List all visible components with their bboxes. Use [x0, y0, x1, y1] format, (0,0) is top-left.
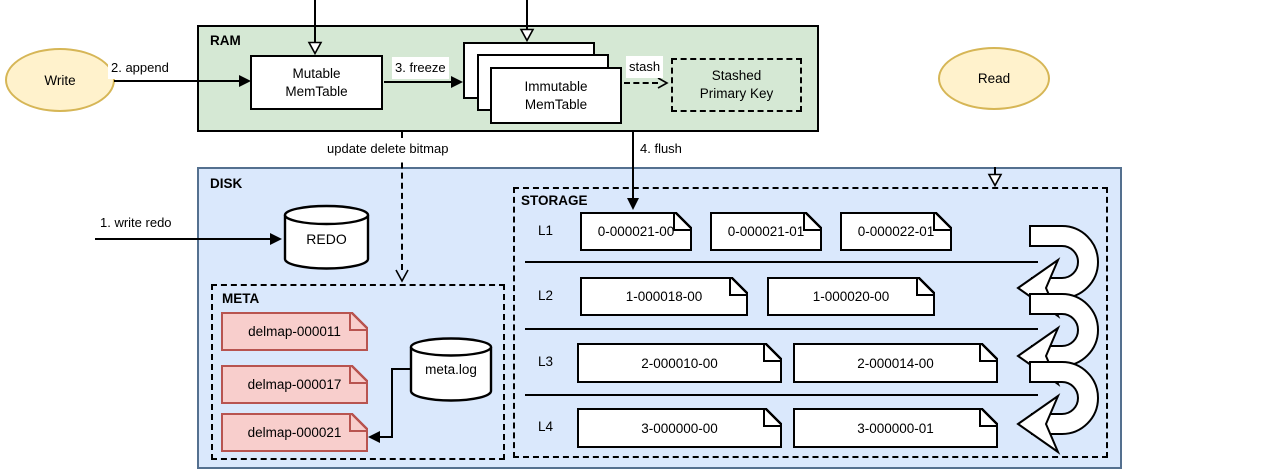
sst-file: 0-000021-00: [580, 212, 692, 251]
read-actor: Read: [938, 47, 1050, 110]
mutable-memtable-line2: MemTable: [285, 83, 348, 99]
delmap-file-name: delmap-000017: [247, 377, 342, 392]
sst-file-name: 0-000021-00: [597, 224, 675, 239]
sst-file-name: 0-000021-01: [727, 224, 805, 239]
open-arrowhead-icon: [987, 173, 1003, 187]
update-delete-bitmap-label: update delete bitmap: [324, 138, 452, 160]
flush-label: 4. flush: [637, 138, 685, 160]
delmap-file: delmap-000011: [221, 312, 368, 351]
sst-file: 2-000010-00: [577, 343, 782, 383]
compaction-arrow-icon: [1016, 361, 1099, 455]
sst-file: 1-000020-00: [767, 277, 935, 316]
open-arrowhead-icon: [519, 28, 535, 42]
sst-file-name: 0-000022-01: [857, 224, 935, 239]
sst-file: 0-000021-01: [710, 212, 822, 251]
level-label: L4: [538, 419, 554, 434]
sst-file-name: 2-000014-00: [857, 355, 934, 371]
storage-label: STORAGE: [521, 193, 588, 208]
disk-label: DISK: [210, 176, 243, 191]
redo-label: REDO: [306, 231, 347, 247]
immutable-memtable-box: Immutable MemTable: [490, 67, 622, 124]
redo-cylinder-icon: [283, 204, 370, 270]
sst-file-name: 2-000010-00: [641, 355, 718, 371]
ram-label: RAM: [210, 33, 241, 48]
delmap-file: delmap-000017: [221, 365, 368, 404]
append-arrowhead: [239, 75, 251, 87]
meta-group: [211, 284, 505, 460]
read-actor-label: Read: [977, 71, 1011, 86]
read-disk-line: [994, 167, 996, 175]
delmap-file: delmap-000021: [221, 413, 368, 452]
read-immutable-line: [526, 0, 528, 29]
sst-file-name: 3-000000-01: [857, 420, 934, 436]
append-line: [114, 80, 240, 82]
immutable-memtable-line1: Immutable: [524, 78, 588, 94]
meta-log-label: meta.log: [425, 362, 477, 377]
stashed-primary-key-box: Stashed Primary Key: [671, 58, 802, 112]
delmap-file-name: delmap-000011: [248, 324, 341, 339]
stash-label: stash: [626, 56, 664, 78]
write-actor-label: Write: [44, 72, 76, 88]
sst-file: 3-000000-01: [793, 408, 998, 448]
freeze-line: [384, 81, 452, 83]
sst-file-name: 3-000000-00: [641, 420, 718, 436]
write-actor: Write: [5, 48, 115, 112]
sst-file: 1-000018-00: [580, 277, 748, 316]
level-separator: [525, 328, 1038, 330]
meta-arrow-segment: [392, 368, 410, 370]
flush-arrowhead: [627, 198, 639, 210]
freeze-label: 3. freeze: [392, 57, 449, 79]
meta-arrow-segment: [391, 368, 393, 437]
meta-label: META: [222, 291, 260, 306]
level-label: L1: [538, 223, 554, 238]
level-separator: [525, 394, 1038, 396]
update-delete-bitmap-line: [401, 132, 403, 270]
mutable-memtable-box: Mutable MemTable: [250, 55, 383, 110]
write-redo-line: [95, 238, 271, 240]
append-label: 2. append: [108, 57, 172, 79]
open-arrowhead-icon: [307, 41, 323, 55]
open-chevron-icon: [657, 77, 669, 89]
level-label: L2: [538, 288, 554, 303]
sst-file: 3-000000-00: [577, 408, 782, 448]
meta-arrowhead: [368, 431, 380, 443]
stashed-pk-line2: Primary Key: [699, 86, 774, 101]
sst-file-name: 1-000020-00: [812, 289, 890, 304]
storage-group: [513, 187, 1108, 458]
level-label: L3: [538, 354, 554, 369]
sst-file: 2-000014-00: [793, 343, 998, 383]
stashed-pk-line1: Stashed: [711, 68, 762, 84]
freeze-arrowhead: [451, 76, 463, 88]
mutable-memtable-line1: Mutable: [292, 65, 341, 81]
open-v-arrowhead-icon: [395, 269, 409, 283]
read-mutable-line: [314, 0, 316, 42]
meta-arrow-segment: [379, 436, 393, 438]
write-redo-arrowhead: [270, 233, 282, 245]
stash-line: [624, 82, 658, 84]
write-redo-label: 1. write redo: [97, 212, 175, 234]
sst-file-name: 1-000018-00: [625, 289, 703, 304]
flush-line: [632, 132, 634, 199]
sst-file: 0-000022-01: [840, 212, 952, 251]
immutable-memtable-line2: MemTable: [524, 96, 588, 112]
meta-log-cylinder-icon: [409, 337, 493, 402]
delmap-file-name: delmap-000021: [247, 425, 342, 440]
level-separator: [525, 261, 1038, 263]
